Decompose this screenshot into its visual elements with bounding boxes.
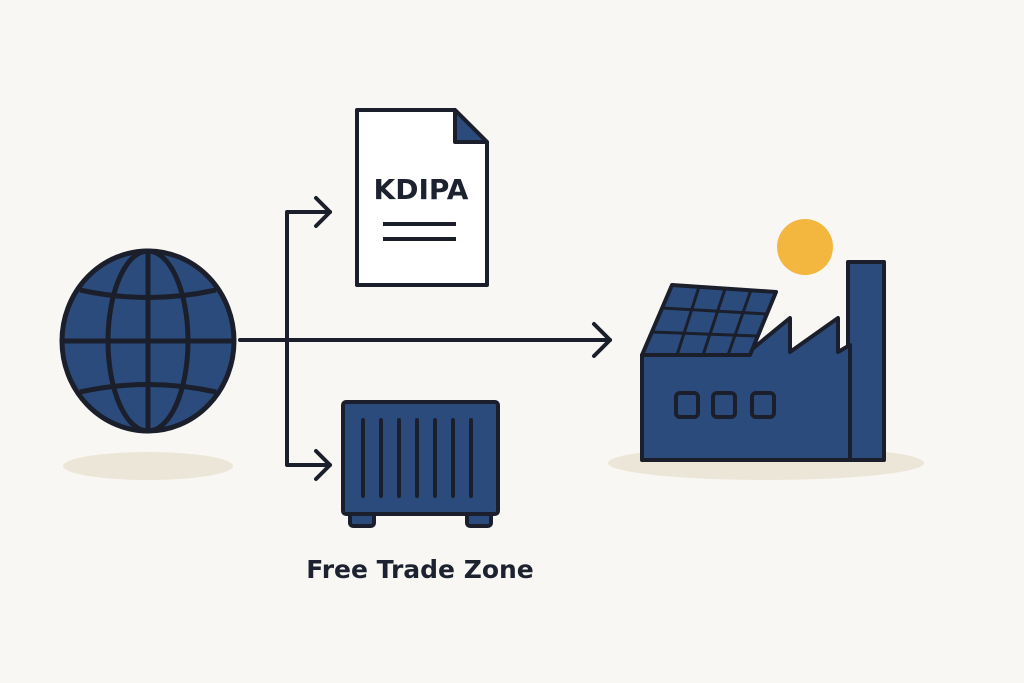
flow-arrows xyxy=(238,196,612,481)
document-icon: KDIPA xyxy=(355,108,489,287)
branch-arrows xyxy=(285,210,332,467)
globe-shadow xyxy=(63,452,233,480)
sun-icon xyxy=(777,219,833,275)
shipping-container-icon xyxy=(341,400,500,528)
document-title: KDIPA xyxy=(374,173,469,206)
globe-icon xyxy=(59,248,237,434)
solar-factory-icon xyxy=(640,260,886,462)
container-label: Free Trade Zone xyxy=(306,555,534,584)
